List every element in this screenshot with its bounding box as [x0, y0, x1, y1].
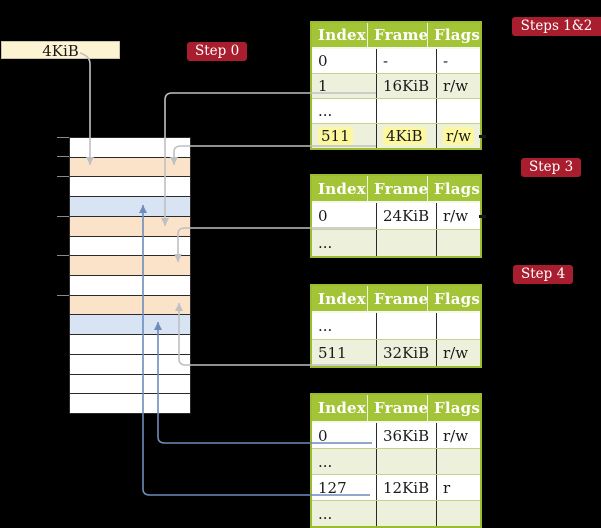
badge-step-3: Step 3: [521, 158, 582, 177]
badge-step-4: Step 4: [513, 265, 574, 284]
table-cell: 0: [312, 423, 376, 448]
table-cell: -: [436, 49, 480, 73]
table-cell: r: [436, 475, 480, 500]
table-cell: 1: [312, 74, 376, 98]
memory-address-tick: [57, 215, 69, 217]
table-row: 511 4KiB r/w: [312, 124, 480, 148]
memory-frame-row-empty: [70, 374, 190, 395]
table-cell: 16KiB: [376, 74, 436, 98]
memory-frame-row-table: [70, 216, 190, 237]
table-cell: [376, 313, 436, 339]
table-cell: r/w: [436, 340, 480, 366]
table-row: 0--: [312, 49, 480, 74]
table-cell: r/w: [436, 74, 480, 98]
memory-frame-row-data: [70, 197, 190, 217]
memory-frame-row-empty: [70, 236, 190, 257]
table-row: ...: [312, 313, 480, 340]
table-cell: r/w: [436, 203, 480, 229]
table-cell: ...: [312, 313, 376, 339]
table-cell: ...: [312, 99, 376, 123]
table-row: ...: [312, 99, 480, 124]
memory-frame-row-empty: [70, 138, 190, 158]
memory-address-tick: [57, 294, 69, 296]
highlighted-value: r/w: [443, 127, 475, 145]
badge-steps-1-2: Steps 1&2: [512, 17, 601, 36]
memory-stack: [69, 137, 191, 414]
table-cell: [436, 449, 480, 474]
table-cell: ...: [312, 449, 376, 474]
table-cell: r/w: [436, 423, 480, 448]
column-header-flags: Flags: [427, 395, 480, 421]
table-cell: 32KiB: [376, 340, 436, 366]
table-row: ...: [312, 230, 480, 256]
table-cell: r/w: [436, 124, 480, 148]
memory-address-tick: [57, 136, 69, 138]
table-cell: 511: [312, 340, 376, 366]
table-cell: [376, 99, 436, 123]
column-header-flags: Flags: [427, 176, 480, 201]
table-cell: 0: [312, 203, 376, 229]
memory-frame-row-table: [70, 157, 190, 178]
memory-frame-row-table: [70, 256, 190, 277]
column-header-flags: Flags: [427, 23, 480, 47]
highlighted-value: 511: [318, 127, 353, 145]
memory-address-tick: [57, 156, 69, 158]
column-header-index: Index: [318, 26, 366, 44]
table-cell: [436, 501, 480, 526]
table-cell: [436, 313, 480, 339]
memory-frame-row-table: [70, 295, 190, 316]
table-cell: ...: [312, 230, 376, 256]
column-header-frame: Frame: [367, 286, 428, 311]
table-cell: [436, 99, 480, 123]
table-cell: 12KiB: [376, 475, 436, 500]
badge-step-0: Step 0: [187, 42, 248, 61]
column-header-index: Index: [318, 289, 366, 308]
memory-frame-row-empty: [70, 394, 190, 414]
column-header-frame: Frame: [367, 395, 428, 421]
table-cell: 0: [312, 49, 376, 73]
memory-frame-row-empty: [70, 177, 190, 198]
memory-address-tick: [57, 176, 69, 178]
memory-frame-row-empty: [70, 276, 190, 296]
table-cell: 511: [312, 124, 376, 148]
column-header-flags: Flags: [427, 286, 480, 311]
table-row: ...: [312, 449, 480, 475]
column-header-frame: Frame: [367, 176, 428, 201]
table-cell: [376, 449, 436, 474]
table-cell: 24KiB: [376, 203, 436, 229]
memory-address-tick: [57, 255, 69, 257]
table-cell: 127: [312, 475, 376, 500]
column-header-index: Index: [318, 399, 366, 417]
table-cell: ...: [312, 501, 376, 526]
table-cell: 4KiB: [376, 124, 436, 148]
table-cell: [376, 501, 436, 526]
column-header-frame: Frame: [367, 23, 428, 47]
column-header-index: Index: [318, 179, 366, 198]
highlighted-value: 4KiB: [383, 127, 426, 145]
memory-frame-row-data: [70, 315, 190, 336]
table-cell: 36KiB: [376, 423, 436, 448]
table-cell: [376, 230, 436, 256]
memory-frame-row-empty: [70, 354, 190, 375]
memory-frame-row-empty: [70, 335, 190, 355]
table-cell: -: [376, 49, 436, 73]
frame-size-label: 4KiB: [1, 41, 120, 60]
table-row: ...: [312, 501, 480, 526]
table-cell: [436, 230, 480, 256]
